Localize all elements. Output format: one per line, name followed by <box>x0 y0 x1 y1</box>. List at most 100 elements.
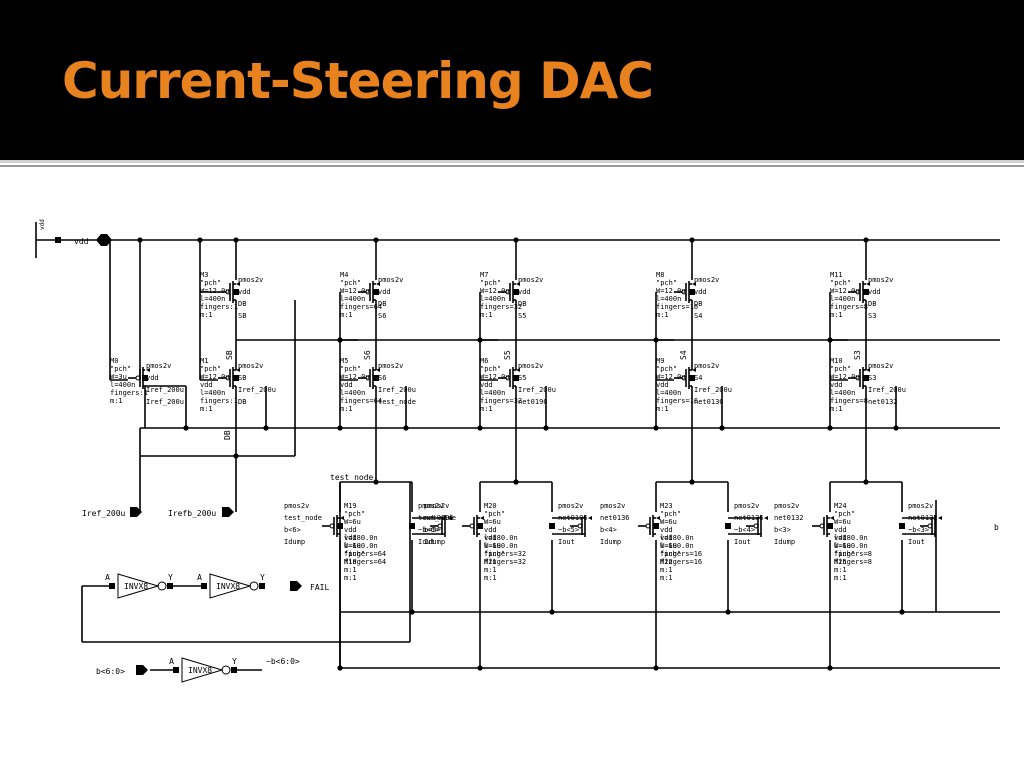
schematic-label: Iref_200u <box>378 386 416 394</box>
pmos-arrow <box>692 368 696 372</box>
terminal-square <box>233 289 239 295</box>
pmos-gate-bubble <box>469 523 475 529</box>
schematic-label: pmos2v <box>518 276 543 284</box>
schematic-label: vdd <box>834 534 847 542</box>
schematic-label: "pch" <box>484 510 505 518</box>
schematic-label: l=400n <box>480 295 505 303</box>
pmos-gate-bubble <box>437 523 443 529</box>
schematic-label: pmos2v <box>868 276 893 284</box>
schematic-label: W=6u <box>344 542 361 550</box>
schematic-label: W=12.0u <box>656 373 686 381</box>
schematic-label: M0 <box>110 357 118 365</box>
schematic-label: net0132 <box>868 398 898 406</box>
schematic-label: W=6u <box>834 542 851 550</box>
schematic-label: vdd <box>660 534 673 542</box>
schematic-label: S4 <box>694 374 702 382</box>
schematic-label: test_node <box>284 514 322 522</box>
schematic-label: l=400n <box>340 295 365 303</box>
schematic-label: Iref_200u <box>146 398 184 406</box>
schematic-label: fingers=16 <box>656 303 698 311</box>
schematic-label: l=180.0n <box>344 534 378 542</box>
schematic-label: W=12.0u <box>480 287 510 295</box>
schematic-label: Iref_200u <box>82 509 126 518</box>
pmos-arrow <box>866 282 870 286</box>
junction-dot <box>827 665 833 671</box>
schematic-label: vdd <box>518 288 531 296</box>
schematic-label: Idump <box>774 538 795 546</box>
schematic-label: SB <box>225 350 234 360</box>
schematic-label: M7 <box>480 271 488 279</box>
schematic-label: b<5> <box>424 526 441 534</box>
schematic-label: m:1 <box>484 566 497 574</box>
schematic-label: pmos2v <box>418 502 443 510</box>
schematic-label: pmos2v <box>518 362 543 370</box>
terminal-square <box>513 375 519 381</box>
schematic-label: pmos2v <box>558 502 583 510</box>
terminal-square <box>725 523 731 529</box>
pmos-gate-bubble <box>365 289 371 295</box>
schematic-label: S3 <box>868 374 876 382</box>
terminal-square <box>233 375 239 381</box>
schematic-label: M24 <box>834 502 847 510</box>
inverter-bubble <box>157 581 167 591</box>
schematic-label: l=180.0n <box>834 534 868 542</box>
terminal-square <box>173 667 179 673</box>
schematic-label: b <box>994 523 999 532</box>
schematic-label: M18 <box>344 558 357 566</box>
schematic-label: m:1 <box>110 397 123 405</box>
junction-dot <box>197 237 203 243</box>
schematic-label: pmos2v <box>694 276 719 284</box>
junction-dot <box>183 425 189 431</box>
schematic-label: m:1 <box>200 311 213 319</box>
terminal-square <box>259 583 265 589</box>
schematic-label: W=12.0u <box>830 287 860 295</box>
schematic-label: Irefb_200u <box>168 509 216 518</box>
schematic-label: vdd <box>484 534 497 542</box>
schematic-label: Y <box>260 573 265 582</box>
schematic-label: S6 <box>363 350 372 360</box>
schematic-label: Y <box>168 573 173 582</box>
schematic-label: vdd <box>340 381 353 389</box>
schematic-label: W=6u <box>660 542 677 550</box>
schematic-label: M20 <box>484 502 497 510</box>
schematic-label: M4 <box>340 271 348 279</box>
terminal-square <box>477 523 483 529</box>
schematic-label: l=180.0n <box>660 542 694 550</box>
schematic-label: M11 <box>830 271 843 279</box>
schematic-label: Idump <box>424 538 445 546</box>
schematic-label: "pch" <box>340 279 361 287</box>
io-pin <box>130 507 142 517</box>
junction-dot <box>409 609 415 615</box>
terminal-square <box>142 375 148 381</box>
schematic-label: DB <box>518 300 526 308</box>
pmos-arrow <box>866 368 870 372</box>
schematic-label: "pch" <box>660 550 681 558</box>
schematic-label: m:1 <box>340 311 353 319</box>
schematic-label: l=400n <box>200 295 225 303</box>
schematic-label: Idump <box>600 538 621 546</box>
schematic-label: SB <box>238 312 246 320</box>
schematic-label: "pch" <box>656 365 677 373</box>
pmos-arrow <box>938 516 942 520</box>
schematic-label: vdd <box>694 288 707 296</box>
schematic-label: M5 <box>340 357 348 365</box>
schematic-label: fingers=32 <box>480 303 522 311</box>
schematic-label: pmos2v <box>734 502 759 510</box>
schematic-label: fingers:1 <box>200 397 238 405</box>
schematic-label: m:1 <box>656 405 669 413</box>
title-bar: Current-Steering DAC <box>0 0 1024 160</box>
schematic-label: DB <box>223 430 232 440</box>
schematic-label: pmos2v <box>146 362 171 370</box>
schematic-label: W=12.0u <box>340 287 370 295</box>
schematic-label: Y <box>232 657 237 666</box>
schematic-label: vdd <box>200 381 213 389</box>
junction-dot <box>337 425 343 431</box>
pmos-arrow <box>340 516 344 520</box>
schematic-label: fingers=8 <box>834 558 872 566</box>
schematic-label: W=12.0u <box>830 373 860 381</box>
junction-dot <box>233 237 239 243</box>
schematic-label: M22 <box>660 558 673 566</box>
schematic-label: Iout <box>558 538 575 546</box>
pmos-arrow <box>516 368 520 372</box>
terminal-square <box>409 523 415 529</box>
